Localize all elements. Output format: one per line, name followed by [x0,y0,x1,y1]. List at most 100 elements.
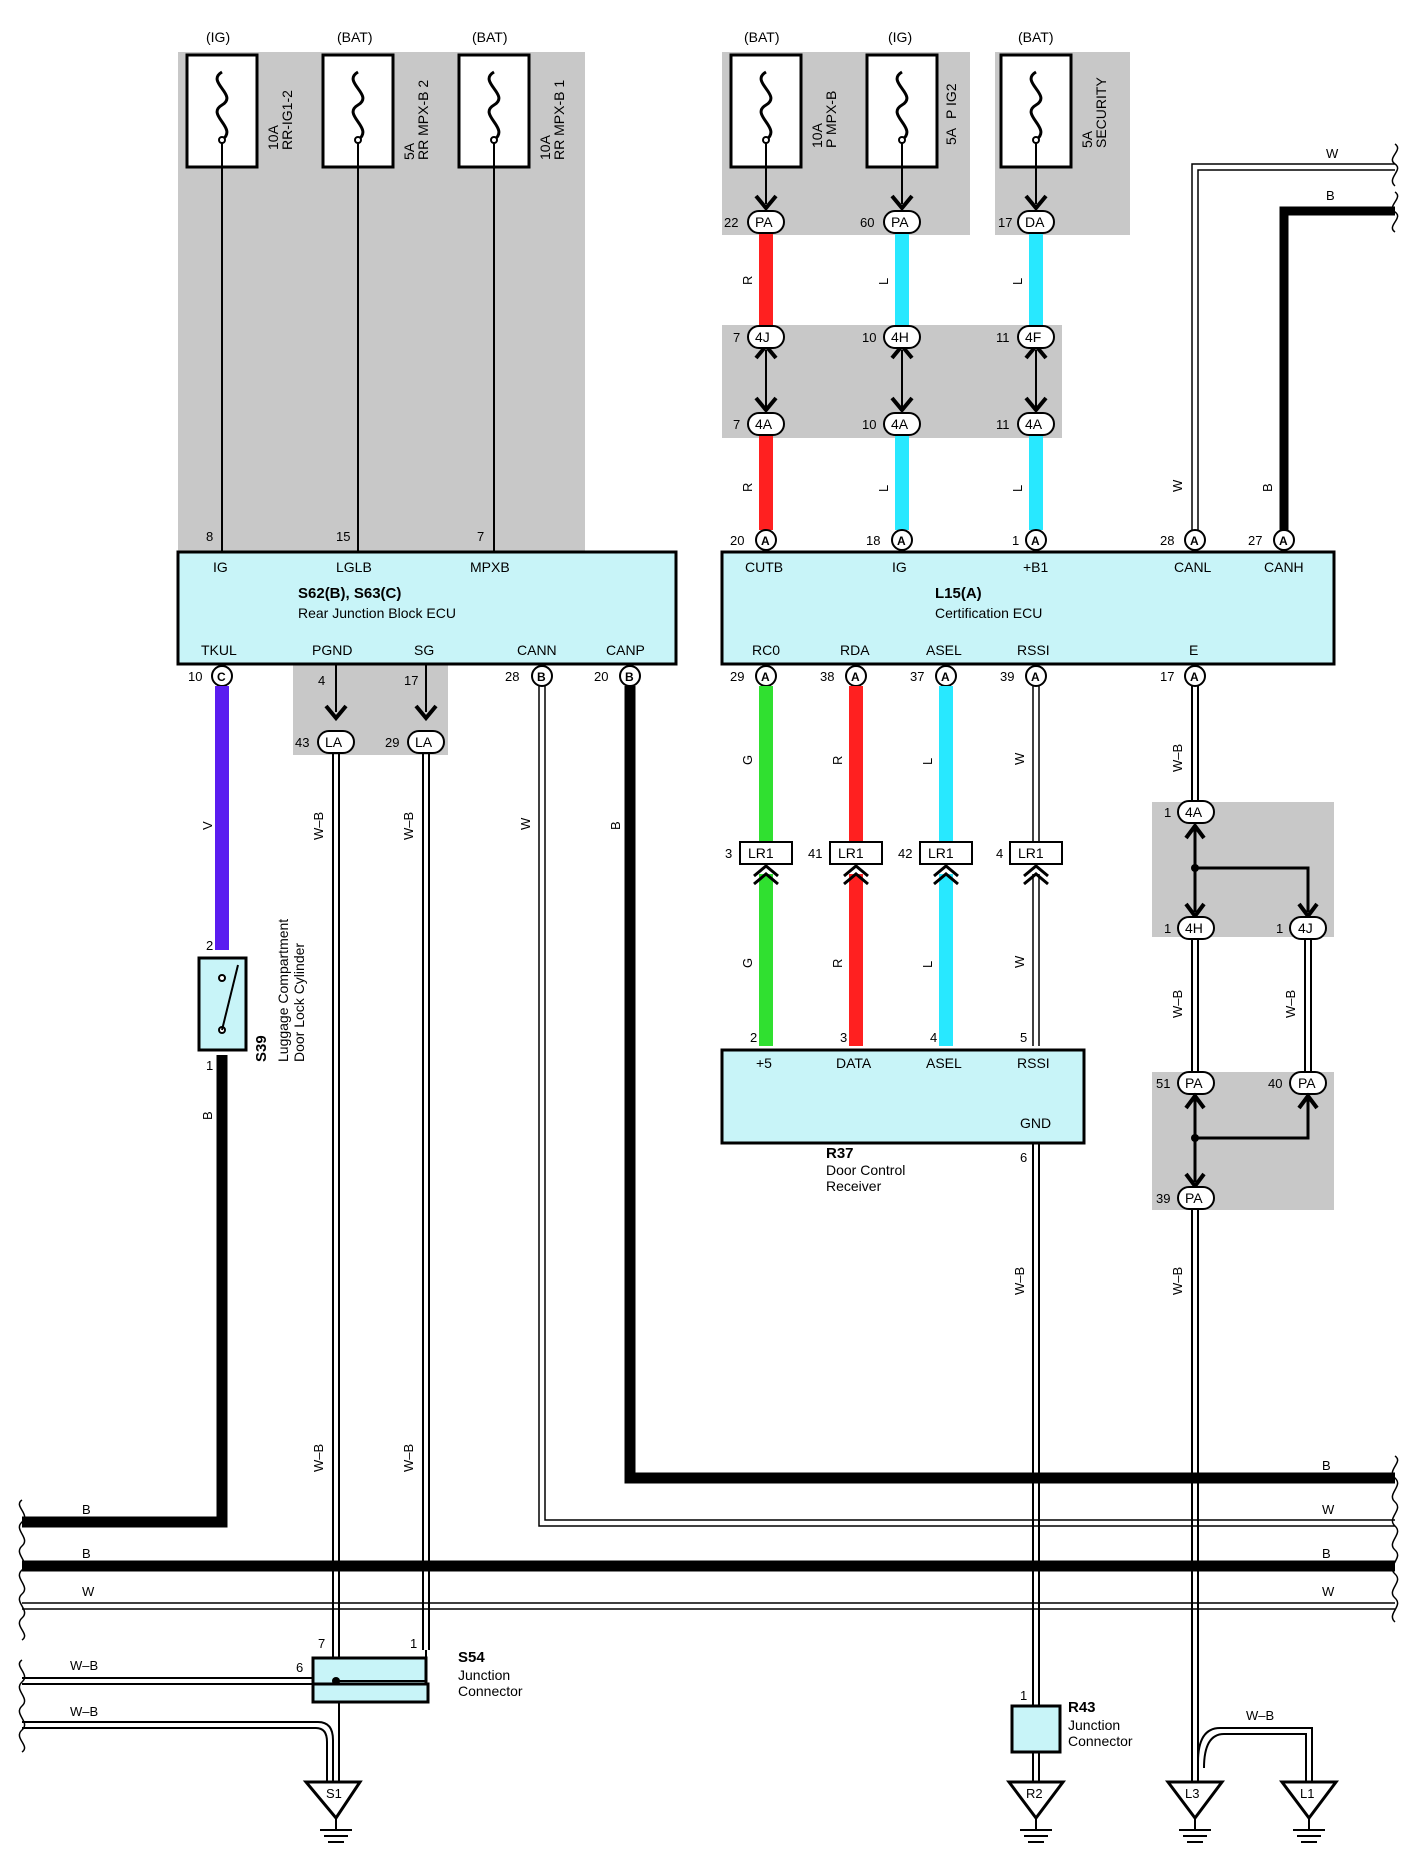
ecu-left-id: S62(B), S63(C) [298,585,401,602]
conn-pin: 10 [862,330,876,345]
connector-la-29: LA 29 [385,730,445,754]
rx-pin: 6 [1020,1150,1027,1165]
wire-color-label: B [1326,188,1335,203]
wire-wb-gnd-rx [1032,1143,1040,1708]
wire-white-rssi [1032,686,1040,1046]
conn-code: 4A [891,416,909,432]
pin-label-ig-r: IG [892,559,907,575]
ground-r2: R2 [1006,1780,1066,1843]
certification-ecu: L15(A) Certification ECU [720,550,1336,666]
rx-label-asel: ASEL [926,1055,962,1071]
ecu-pin-canl: A 28 [1160,529,1206,551]
conn-pin: 51 [1156,1076,1170,1091]
svg-text:B: B [625,670,634,684]
fuse-rr-ig1-2: (IG) 10A RR-IG1-2 [185,29,295,169]
wire-wb-pgnd [332,754,340,1675]
switch-s39: 2 1 S39 Luggage Compartment Door Lock Cy… [197,919,307,1073]
wire-color-label: W [1326,146,1339,161]
wire-wb-e-lower [1191,1210,1199,1782]
connector-da-17: DA 17 [998,210,1055,234]
connector-4a-7: 4A 7 [733,412,785,436]
pin-label-sg: SG [414,642,434,658]
bus-label: B [1322,1458,1331,1473]
ground-label: R2 [1026,1786,1043,1801]
ground-label: L3 [1185,1786,1199,1801]
conn-pin: 39 [1156,1191,1170,1206]
pin-label-rssi: RSSI [1017,642,1050,658]
ecu-pin-e: A 17 [1160,665,1206,687]
connector-pa-39: PA 39 [1156,1186,1215,1210]
wire-color-label: L [920,758,935,765]
ground-s1: S1 [302,1780,363,1843]
fuse-name: P IG2 [943,83,959,119]
pin-label-mpxb: MPXB [470,559,510,575]
connector-4a-10: 4A 10 [862,412,921,436]
conn-pin: 1 [1164,921,1171,936]
junction-name-1: Junction [458,1667,510,1683]
conn-pin: 11 [996,417,1010,432]
ground-l3: L3 [1165,1780,1225,1843]
conn-pin: 22 [724,215,738,230]
svg-text:A: A [1031,534,1040,548]
wire-color-label: W–B [401,812,416,840]
wire-color-label: B [200,1111,215,1120]
rx-pin: 4 [930,1030,937,1045]
rx-label-data: DATA [836,1055,872,1071]
rx-label-5v: +5 [756,1055,772,1071]
wire-canh-black [1279,206,1395,530]
bus-label: W [1322,1502,1335,1517]
pin-label-canl: CANL [1174,559,1212,575]
connector-la-43: LA 43 [295,730,355,754]
conn-code: 4F [1025,329,1041,345]
rear-junction-block-ecu: S62(B), S63(C) Rear Junction Block ECU [176,550,678,666]
wire-color-label: W–B [311,1444,326,1472]
bus-label: B [82,1502,91,1517]
pin-num: 27 [1248,533,1262,548]
conn-pin: 1 [1164,805,1171,820]
pin-label-asel: ASEL [926,642,962,658]
conn-code: 4H [1185,920,1203,936]
rx-pin: 2 [750,1030,757,1045]
connector-4f-11: 4F 11 [996,325,1055,349]
ecu-pin-rda: A 38 [820,665,867,687]
switch-pin-top: 2 [206,938,213,953]
junction-pin: 1 [410,1636,417,1651]
connector-4j-7: 4J 7 [733,325,785,349]
bus-label: W [1322,1584,1335,1599]
fuse-rating: 5A [943,127,959,145]
connector-pa-60: PA 60 [860,210,921,234]
door-control-receiver [720,1048,1086,1145]
junction-name-1: Junction [1068,1717,1120,1733]
conn-code: 4J [755,329,770,345]
fuse-source: (BAT) [744,29,780,45]
conn-code: 4J [1298,920,1313,936]
bus-white [22,1602,1395,1610]
pin-num: 20 [594,669,608,684]
svg-text:A: A [1190,534,1199,548]
ground-l1: L1 [1279,1780,1339,1843]
rx-pin: 3 [840,1030,847,1045]
ecu-right-id: L15(A) [935,585,982,602]
conn-pin: 43 [295,735,309,750]
wire-color-label: V [200,821,215,830]
wire-color-label: L [1010,485,1025,492]
pin-label-pgnd: PGND [312,642,352,658]
wire-color-label: W–B [1246,1708,1274,1723]
junction-name-2: Connector [458,1683,523,1699]
wire-color-label: B [1260,483,1275,492]
connector-4j-1: 4J 1 [1276,916,1327,940]
connector-lr1-42: LR1 42 [898,841,973,886]
wire-canp-black [624,686,1395,1484]
bus-label: W [82,1584,95,1599]
ecu-pin-ig: A 18 [866,529,913,551]
fuse-rr-mpx-b1: (BAT) 10A RR MPX-B 1 [457,29,567,169]
wire-color-label: R [830,959,845,968]
conn-pin: 7 [733,417,740,432]
fuse-name: RR MPX-B 1 [551,80,567,160]
svg-text:B: B [537,670,546,684]
wire-color-label: W–B [1170,1267,1185,1295]
ecu-pin-canp: B 20 [594,665,641,687]
connector-pa-51: PA 51 [1156,1071,1215,1095]
junction-pin: 6 [296,1660,303,1675]
